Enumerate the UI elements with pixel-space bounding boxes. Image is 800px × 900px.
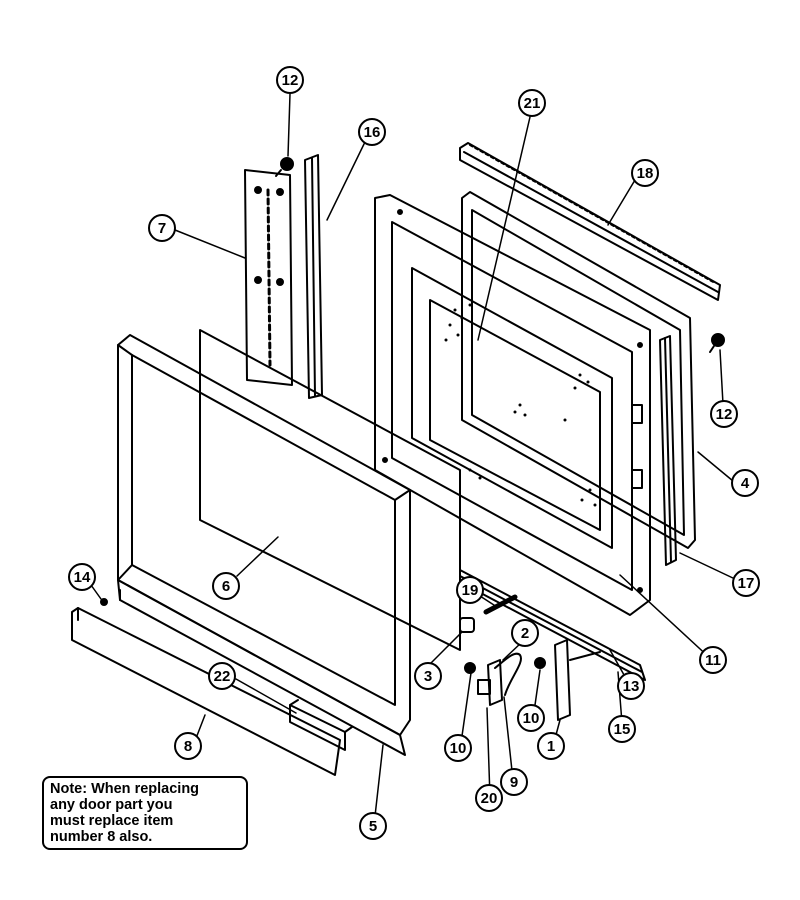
callout-2: 2: [511, 619, 539, 647]
callout-label: 16: [364, 124, 381, 141]
callout-label: 8: [184, 738, 192, 755]
grommet: [459, 617, 475, 633]
outer-door-frame: [117, 334, 411, 756]
callout-label: 3: [424, 668, 432, 685]
note-line-1: Note: When replacing: [50, 781, 200, 797]
small-screw: [100, 598, 108, 606]
door-gasket: [461, 191, 696, 549]
right-side-channel: [659, 335, 677, 566]
callout-label: 12: [716, 406, 733, 423]
callout-label: 21: [524, 95, 541, 112]
leader-lines: [90, 93, 736, 826]
callout-label: 10: [523, 710, 540, 727]
handle-trim: [71, 607, 341, 776]
inner-door-liner: [374, 194, 651, 616]
callout-label: 11: [705, 652, 721, 669]
callout-label: 4: [741, 475, 750, 492]
callout-label: 10: [450, 740, 467, 757]
latch-assembly: [464, 639, 601, 721]
callout-label: 6: [222, 578, 230, 595]
callout-16: 16: [358, 118, 386, 146]
callout-label: 13: [623, 678, 640, 695]
callout-20: 20: [475, 784, 503, 812]
callout-22: 22: [208, 662, 236, 690]
callout-4: 4: [731, 469, 759, 497]
callout-label: 20: [481, 790, 498, 807]
callout-label: 2: [521, 625, 529, 642]
callout-18: 18: [631, 159, 659, 187]
replacement-note: Note: When replacing any door part you m…: [42, 776, 248, 850]
callout-21: 21: [518, 89, 546, 117]
callout-7: 7: [148, 214, 176, 242]
callout-3: 3: [414, 662, 442, 690]
callout-1: 1: [537, 732, 565, 760]
callout-label: 15: [614, 721, 631, 738]
callout-label: 12: [282, 72, 299, 89]
bottom-trim-rail: [459, 569, 646, 681]
callout-12-top: 12: [276, 66, 304, 94]
callout-8: 8: [174, 732, 202, 760]
callout-label: 14: [74, 569, 91, 586]
callout-15: 15: [608, 715, 636, 743]
screw-top: [275, 157, 294, 177]
callout-label: 22: [214, 668, 231, 685]
callout-10-left: 10: [444, 734, 472, 762]
callout-17: 17: [732, 569, 760, 597]
door-stop-block: [289, 699, 353, 751]
callout-13: 13: [617, 672, 645, 700]
callout-11: 11: [699, 646, 727, 674]
top-channel: [459, 142, 721, 301]
callout-label: 19: [462, 582, 479, 599]
callout-12-right: 12: [710, 400, 738, 428]
callout-label: 18: [637, 165, 654, 182]
callout-14: 14: [68, 563, 96, 591]
callouts: 12 16 7 21 18 12 4 17: [68, 66, 760, 840]
screw-right: [709, 333, 725, 353]
callout-6: 6: [212, 572, 240, 600]
note-line-3: must replace item: [50, 813, 174, 829]
callout-label: 9: [510, 774, 518, 791]
callout-label: 1: [547, 738, 555, 755]
latch-pin: [483, 594, 518, 615]
callout-label: 5: [369, 818, 377, 835]
note-line-2: any door part you: [50, 797, 173, 813]
callout-label: 17: [738, 575, 755, 592]
side-channel: [304, 154, 323, 399]
note-line-4: number 8 also.: [50, 829, 153, 845]
glass-panel: [199, 329, 461, 651]
callout-label: 7: [158, 220, 166, 237]
window-texture: [444, 303, 597, 507]
hinge-strip: [244, 169, 293, 386]
callout-10-right: 10: [517, 704, 545, 732]
callout-5: 5: [359, 812, 387, 840]
callout-9: 9: [500, 768, 528, 796]
callout-19: 19: [456, 576, 484, 604]
